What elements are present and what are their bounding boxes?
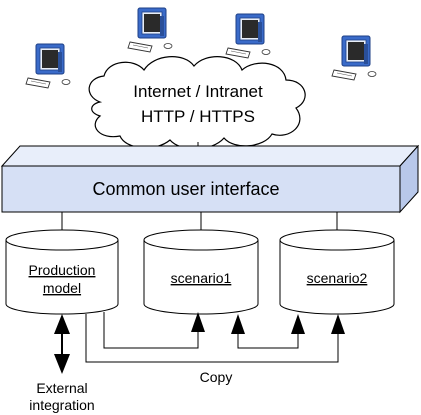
- database-scenario1: [143, 229, 259, 315]
- desktop-computer-icon: [25, 43, 71, 89]
- database-scenario1-label: scenario1: [171, 270, 232, 286]
- database-production-model: [5, 229, 119, 315]
- external-integration-arrow: [54, 314, 70, 374]
- computer-3: [225, 13, 271, 59]
- arrow-into-scenario1-right: [231, 314, 245, 334]
- desktop-computer-icon: [225, 13, 271, 59]
- network-cloud: [88, 56, 306, 150]
- database-scenario2: [279, 229, 395, 315]
- desktop-computer-icon: [331, 35, 377, 81]
- copy-line-scenarios: [237, 318, 299, 349]
- desktop-computer-icon: [127, 7, 173, 53]
- computer-5: [88, 16, 132, 60]
- interface-label: Common user interface: [92, 179, 279, 199]
- external-label-2: integration: [29, 397, 94, 413]
- copy-line-outer: [85, 314, 339, 363]
- database-scenario2-label: scenario2: [307, 270, 368, 286]
- computer-2: [127, 7, 173, 53]
- cloud-line-2: HTTP / HTTPS: [141, 107, 255, 126]
- copy-label: Copy: [200, 369, 233, 385]
- database-production-label-1: Production: [29, 262, 96, 278]
- arrow-into-scenario1: [191, 312, 205, 332]
- computer-1: [25, 43, 71, 89]
- arrow-into-scenario2-left: [291, 314, 305, 334]
- external-label-1: External: [36, 380, 87, 396]
- common-user-interface-box: [0, 144, 420, 214]
- copy-line-inner: [103, 312, 199, 349]
- arrow-into-scenario2: [331, 314, 345, 334]
- copy-flow: [85, 312, 339, 363]
- computer-4: [331, 35, 377, 81]
- database-production-label-2: model: [43, 280, 81, 296]
- cloud-line-1: Internet / Intranet: [133, 82, 263, 101]
